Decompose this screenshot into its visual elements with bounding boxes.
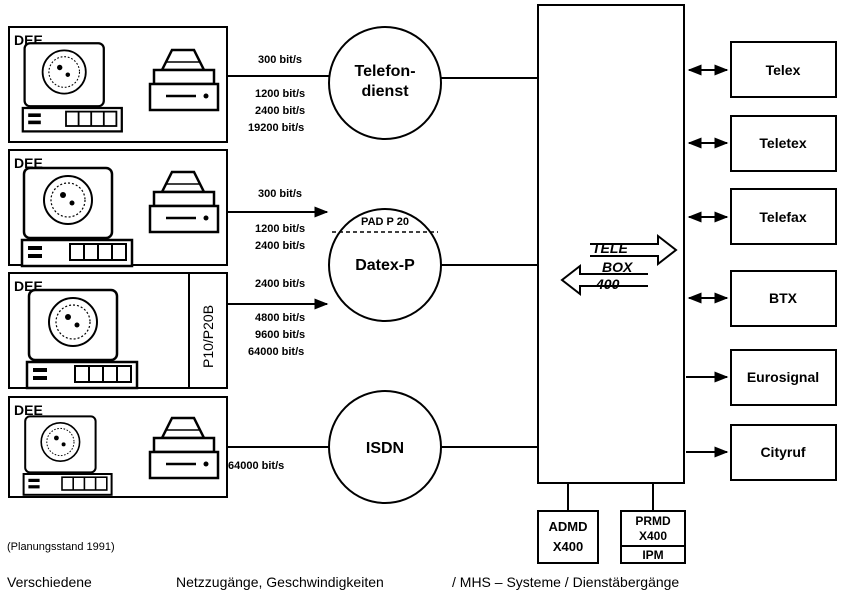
network-label-3: ISDN xyxy=(366,440,404,457)
rate-3-2: 4800 bit/s xyxy=(255,312,305,324)
service-btx: BTX xyxy=(689,271,836,326)
telebox-central: TELE BOX 400 xyxy=(538,5,684,483)
caption-part-3: / MHS – Systeme / Dienstäbergänge xyxy=(452,574,679,590)
service-label: Telefax xyxy=(759,209,806,225)
rate-1-3: 2400 bit/s xyxy=(255,105,305,117)
bottom-boxes: ADMD X400 PRMD X400 IPM xyxy=(538,483,685,563)
service-telefax: Telefax xyxy=(689,189,836,244)
planning-status-note: (Planungsstand 1991) xyxy=(7,541,115,553)
ipm-label: IPM xyxy=(642,548,663,562)
rate-3-4: 64000 bit/s xyxy=(248,346,304,358)
telebox-label-2: BOX xyxy=(602,259,634,275)
rate-2-3: 2400 bit/s xyxy=(255,240,305,252)
network-label-1b: dienst xyxy=(361,83,409,100)
rate-2-2: 1200 bit/s xyxy=(255,223,305,235)
terminal-group-1: DEE 300 bit/s 1200 bit/s 2400 bit/s 1920… xyxy=(9,27,331,142)
service-teletex: Teletex xyxy=(689,116,836,171)
admd-x400-label: X400 xyxy=(553,539,583,554)
service-eurosignal: Eurosignal xyxy=(686,350,836,405)
admd-label: ADMD xyxy=(549,519,588,534)
rate-1-4: 19200 bit/s xyxy=(248,122,304,134)
caption-part-2: Netzzugänge, Geschwindigkeiten xyxy=(176,574,384,590)
pad-label: PAD P 20 xyxy=(361,216,409,228)
network-telefondienst: Telefon- dienst xyxy=(329,27,538,139)
rate-1-1: 300 bit/s xyxy=(258,54,302,66)
network-datex-p: PAD P 20 Datex-P xyxy=(329,209,538,321)
service-label: Eurosignal xyxy=(747,369,819,385)
rate-4-1: 64000 bit/s xyxy=(228,460,284,472)
p10-p20b-label: P10/P20B xyxy=(200,305,216,368)
service-label: Teletex xyxy=(759,135,806,151)
rate-2-1: 300 bit/s xyxy=(258,188,302,200)
prmd-label: PRMD xyxy=(635,514,671,528)
service-label: Telex xyxy=(766,62,801,78)
telebox-label-1: TELE xyxy=(592,240,628,256)
terminal-group-3: DEE P10/P20B 2400 bit/s 4800 bit/s 9600 … xyxy=(9,273,327,388)
service-label: Cityruf xyxy=(760,444,805,460)
terminal-group-4: DEE 64000 bit/s xyxy=(9,397,331,497)
service-cityruf: Cityruf xyxy=(686,425,836,480)
network-label-1a: Telefon- xyxy=(354,63,415,80)
service-label: BTX xyxy=(769,290,798,306)
network-isdn: ISDN xyxy=(329,391,538,503)
caption-part-1: Verschiedene xyxy=(7,574,92,590)
rate-3-1: 2400 bit/s xyxy=(255,278,305,290)
services: Telex Teletex Telefax BTX Eurosignal Cit… xyxy=(686,42,836,480)
prmd-x400-label: X400 xyxy=(639,529,667,543)
network-label-2: Datex-P xyxy=(355,257,415,274)
rate-3-3: 9600 bit/s xyxy=(255,329,305,341)
telebox-label-3: 400 xyxy=(595,276,620,292)
terminal-group-2: DEE 300 bit/s 1200 bit/s 2400 bit/s xyxy=(9,150,327,266)
rate-1-2: 1200 bit/s xyxy=(255,88,305,100)
service-telex: Telex xyxy=(689,42,836,97)
